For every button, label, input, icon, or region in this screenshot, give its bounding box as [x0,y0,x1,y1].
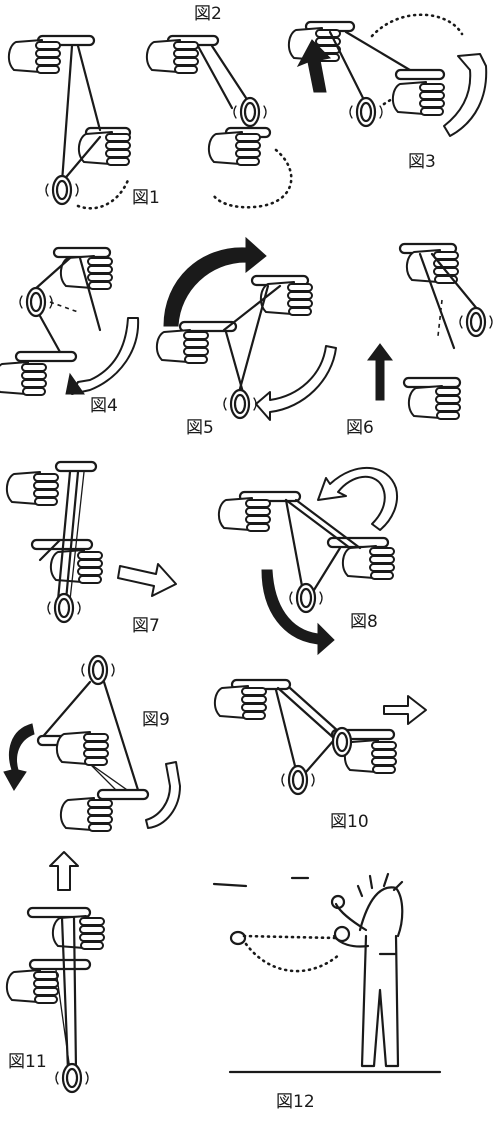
figure-label-12: 図12 [276,1092,315,1112]
figure-label-11: 図11 [8,1052,47,1072]
figure-11-drawing [5,851,105,1094]
figure-7-drawing [5,460,177,624]
figure-label-8: 図8 [350,612,378,632]
figure-4-drawing [0,246,140,396]
figure-3-drawing [287,13,488,137]
figure-1-drawing [7,34,132,210]
figure-2-drawing [145,34,293,209]
figure-label-1: 図1 [132,188,160,208]
figure-label-4: 図4 [90,396,118,416]
figure-8-drawing [217,467,398,656]
figure-6-drawing [367,242,493,420]
figure-5-drawing [155,236,337,421]
figure-label-10: 図10 [330,812,369,832]
figure-label-5: 図5 [186,418,214,438]
figure-label-9: 図9 [142,710,170,730]
figure-label-6: 図6 [346,418,374,438]
figure-9-drawing [3,654,181,832]
figure-label-2: 図2 [194,4,222,24]
figure-label-7: 図7 [132,616,160,636]
figure-10-drawing [213,678,427,796]
figure-12-drawing [212,872,442,1074]
figure-label-3: 図3 [408,152,436,172]
